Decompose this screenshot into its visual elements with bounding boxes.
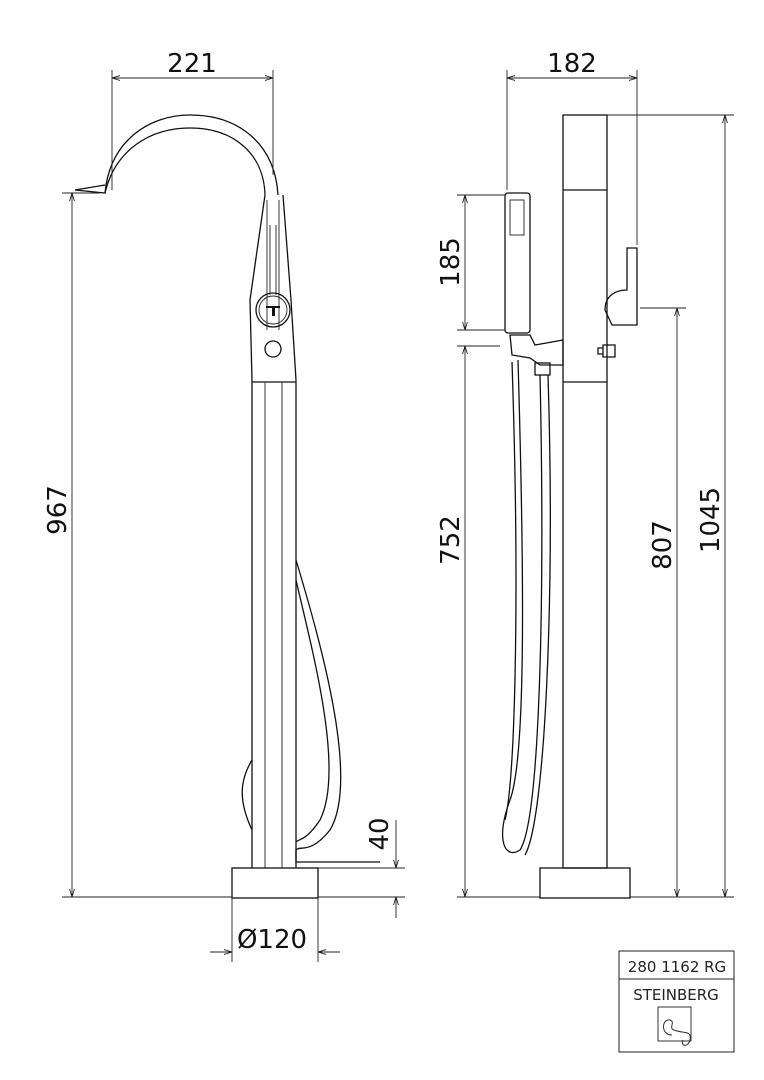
hose [295, 559, 342, 851]
dim-1045: 1045 [696, 487, 726, 553]
body [249, 194, 297, 868]
column [562, 114, 608, 869]
side-dimensions: 182 185 752 807 1045 [436, 49, 734, 898]
handshower [504, 192, 531, 334]
dim-752: 752 [436, 515, 466, 565]
front-dimensions: 221 967 40 Ø120 [43, 49, 405, 962]
brand-name: STEINBERG [633, 986, 719, 1004]
spout-inner [104, 127, 266, 196]
dim-807: 807 [648, 520, 678, 570]
side-base [539, 867, 631, 899]
dim-967: 967 [43, 485, 73, 535]
title-block: 280 1162 RG STEINBERG [618, 950, 735, 1053]
spout-outer [74, 114, 279, 196]
side-view-faucet [502, 114, 638, 899]
base [231, 867, 319, 899]
side-hose [502, 359, 551, 856]
holder [509, 334, 564, 366]
lever [604, 247, 638, 326]
hose-connector [534, 362, 551, 376]
dim-221: 221 [167, 49, 217, 79]
front-view-faucet [74, 114, 380, 899]
dim-40: 40 [365, 817, 395, 850]
knob [264, 340, 282, 358]
article-number: 280 1162 RG [628, 958, 726, 976]
brand-logo-icon [657, 1006, 692, 1046]
dim-185: 185 [436, 237, 466, 287]
diverter [597, 344, 616, 358]
dim-diameter-120: Ø120 [237, 925, 307, 955]
logo-disc [255, 292, 291, 328]
dim-182: 182 [547, 49, 597, 79]
hose-loop [241, 759, 253, 831]
